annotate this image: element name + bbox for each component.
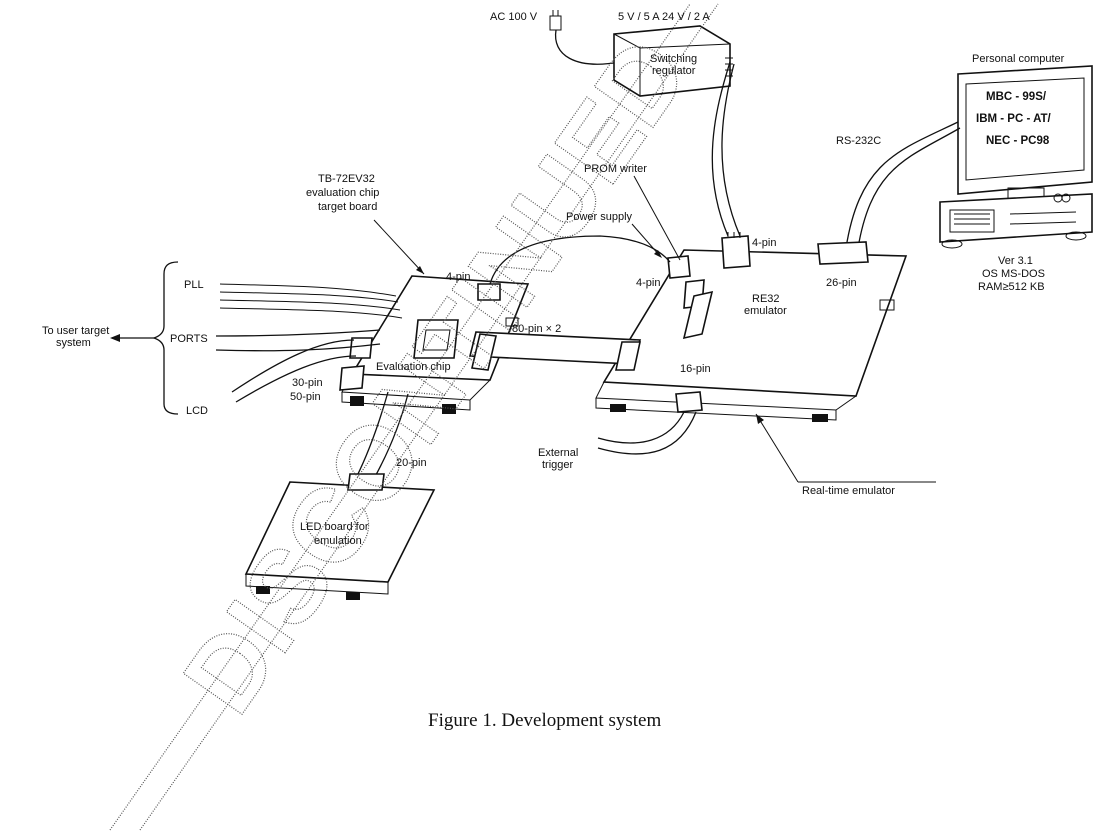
rs232c-label: RS-232C (836, 135, 881, 147)
to-user-label-1: To user target (42, 325, 109, 337)
rs232c-cable (845, 121, 959, 249)
re32-emulator-board (595, 232, 908, 422)
figure-caption: Figure 1. Development system (428, 710, 661, 731)
discontinued-watermark: DISCONTINUED (109, 3, 719, 831)
led-board-cable (355, 391, 389, 479)
ac-plug-icon (549, 10, 562, 31)
ext-trigger-label-2: trigger (542, 459, 574, 471)
flat-cable-80pin (468, 331, 642, 371)
led-board (244, 473, 436, 600)
ports-label: PORTS (170, 333, 208, 345)
target-board-label-3: target board (318, 201, 377, 213)
emulator-label-1: RE32 (752, 293, 780, 305)
pin4-psu-label: 4-pin (752, 237, 776, 249)
eval-chip-label: Evaluation chip (376, 361, 451, 373)
target-board-label-2: evaluation chip (306, 187, 379, 199)
led-board-label-1: LED board for (300, 521, 369, 533)
switching-regulator-label-1: Switching (650, 53, 697, 65)
led-board-label-2: emulation (314, 535, 362, 547)
pin4-target-label: 4-pin (446, 271, 470, 283)
pc-model-2: IBM - PC - AT/ (976, 113, 1052, 125)
realtime-emulator-label: Real-time emulator (802, 485, 895, 497)
personal-computer (939, 65, 1093, 249)
external-trigger-cable (597, 411, 685, 444)
ext-trigger-label-1: External (538, 447, 578, 459)
pin50-label: 50-pin (290, 391, 321, 403)
power-supply-label: Power supply (566, 211, 633, 223)
pc-model-3: NEC - PC98 (986, 135, 1050, 147)
psu-ratings-label: 5 V / 5 A 24 V / 2 A (618, 11, 710, 23)
pc-req-2: OS MS-DOS (982, 268, 1045, 280)
pin20-label: 20-pin (396, 457, 427, 469)
pll-label: PLL (184, 279, 204, 291)
prom-writer-label: PROM writer (584, 163, 647, 175)
pin26-label: 26-pin (826, 277, 857, 289)
switching-regulator (613, 25, 733, 97)
user-target-cables (215, 283, 403, 403)
target-board-leader (373, 219, 425, 275)
ac-power-cord (554, 29, 621, 65)
pin4-emulator-label: 4-pin (636, 277, 660, 289)
pc-req-1: Ver 3.1 (998, 255, 1033, 267)
pc-title-label: Personal computer (972, 53, 1065, 65)
prom-writer-leader (633, 175, 681, 261)
pc-model-1: MBC - 99S/ (986, 91, 1047, 103)
switching-regulator-label-2: regulator (652, 65, 696, 77)
pin80x2-label: 80-pin × 2 (512, 323, 561, 335)
pc-req-3: RAM≥512 KB (978, 281, 1045, 293)
pin16-label: 16-pin (680, 363, 711, 375)
ac-power-label: AC 100 V (490, 11, 538, 23)
lcd-label: LCD (186, 405, 208, 417)
realtime-emulator-leader (755, 413, 799, 483)
emulator-label-2: emulator (744, 305, 787, 317)
regulator-output-cable (711, 61, 731, 237)
pin30-label: 30-pin (292, 377, 323, 389)
to-user-label-2: system (56, 337, 91, 349)
target-board-label-1: TB-72EV32 (318, 173, 375, 185)
